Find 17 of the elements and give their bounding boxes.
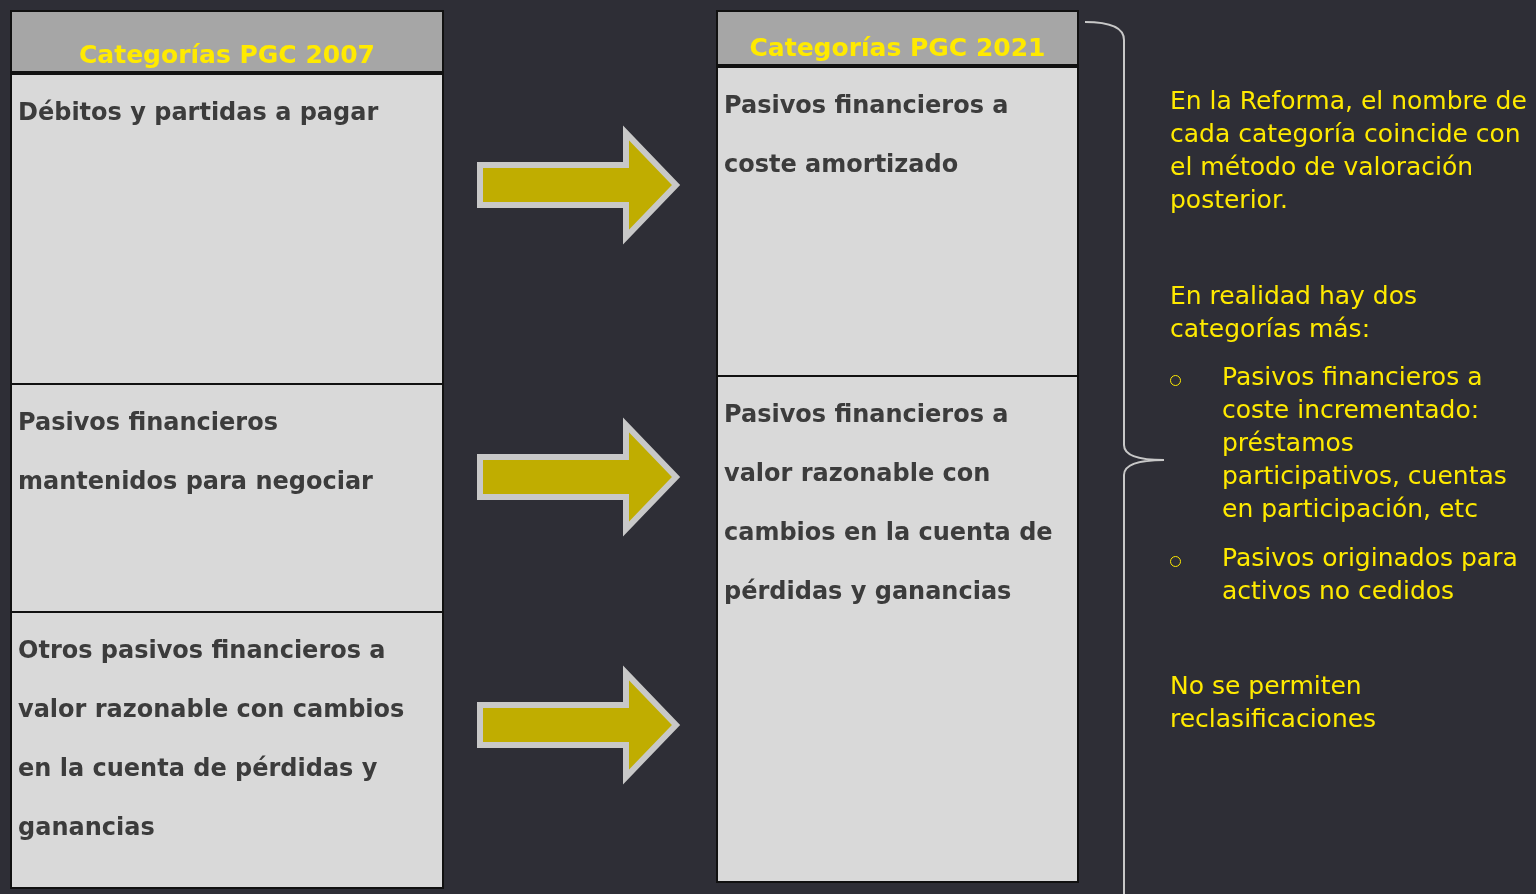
- category-text: Débitos y partidas a pagar: [18, 97, 380, 128]
- note-text: En realidad hay dos categorías más:: [1170, 280, 1418, 345]
- category-text: Otros pasivos financieros a valor razonable con cambios en la cuenta de pérdidas y ganancias: [18, 635, 406, 843]
- category-text: Pasivos financieros mantenidos para negociar: [18, 407, 374, 497]
- table-panel: [10, 10, 444, 889]
- note-text: No se permiten reclasificaciones: [1170, 670, 1378, 735]
- note-text: Pasivos originados para activos no cedidos: [1222, 542, 1519, 607]
- table-header: Categorías PGC 2007: [12, 12, 442, 73]
- category-text: Pasivos financieros a valor razonable con cambios en la cuenta de pérdidas y ganancias: [724, 399, 1054, 607]
- note-text: En la Reforma, el nombre de cada categoría coincide con el método de valoración posterior.: [1170, 85, 1528, 216]
- block-arrow: [477, 665, 681, 785]
- table-panel: [716, 10, 1079, 883]
- category-text: Pasivos financieros a coste amortizado: [724, 90, 1010, 180]
- block-arrow: [477, 417, 681, 537]
- table-header: Categorías PGC 2021: [718, 12, 1077, 66]
- block-arrow: [477, 125, 681, 245]
- note-text: Pasivos financieros a coste incrementado: préstamos participativos, cuentas en participación, etc: [1222, 361, 1508, 525]
